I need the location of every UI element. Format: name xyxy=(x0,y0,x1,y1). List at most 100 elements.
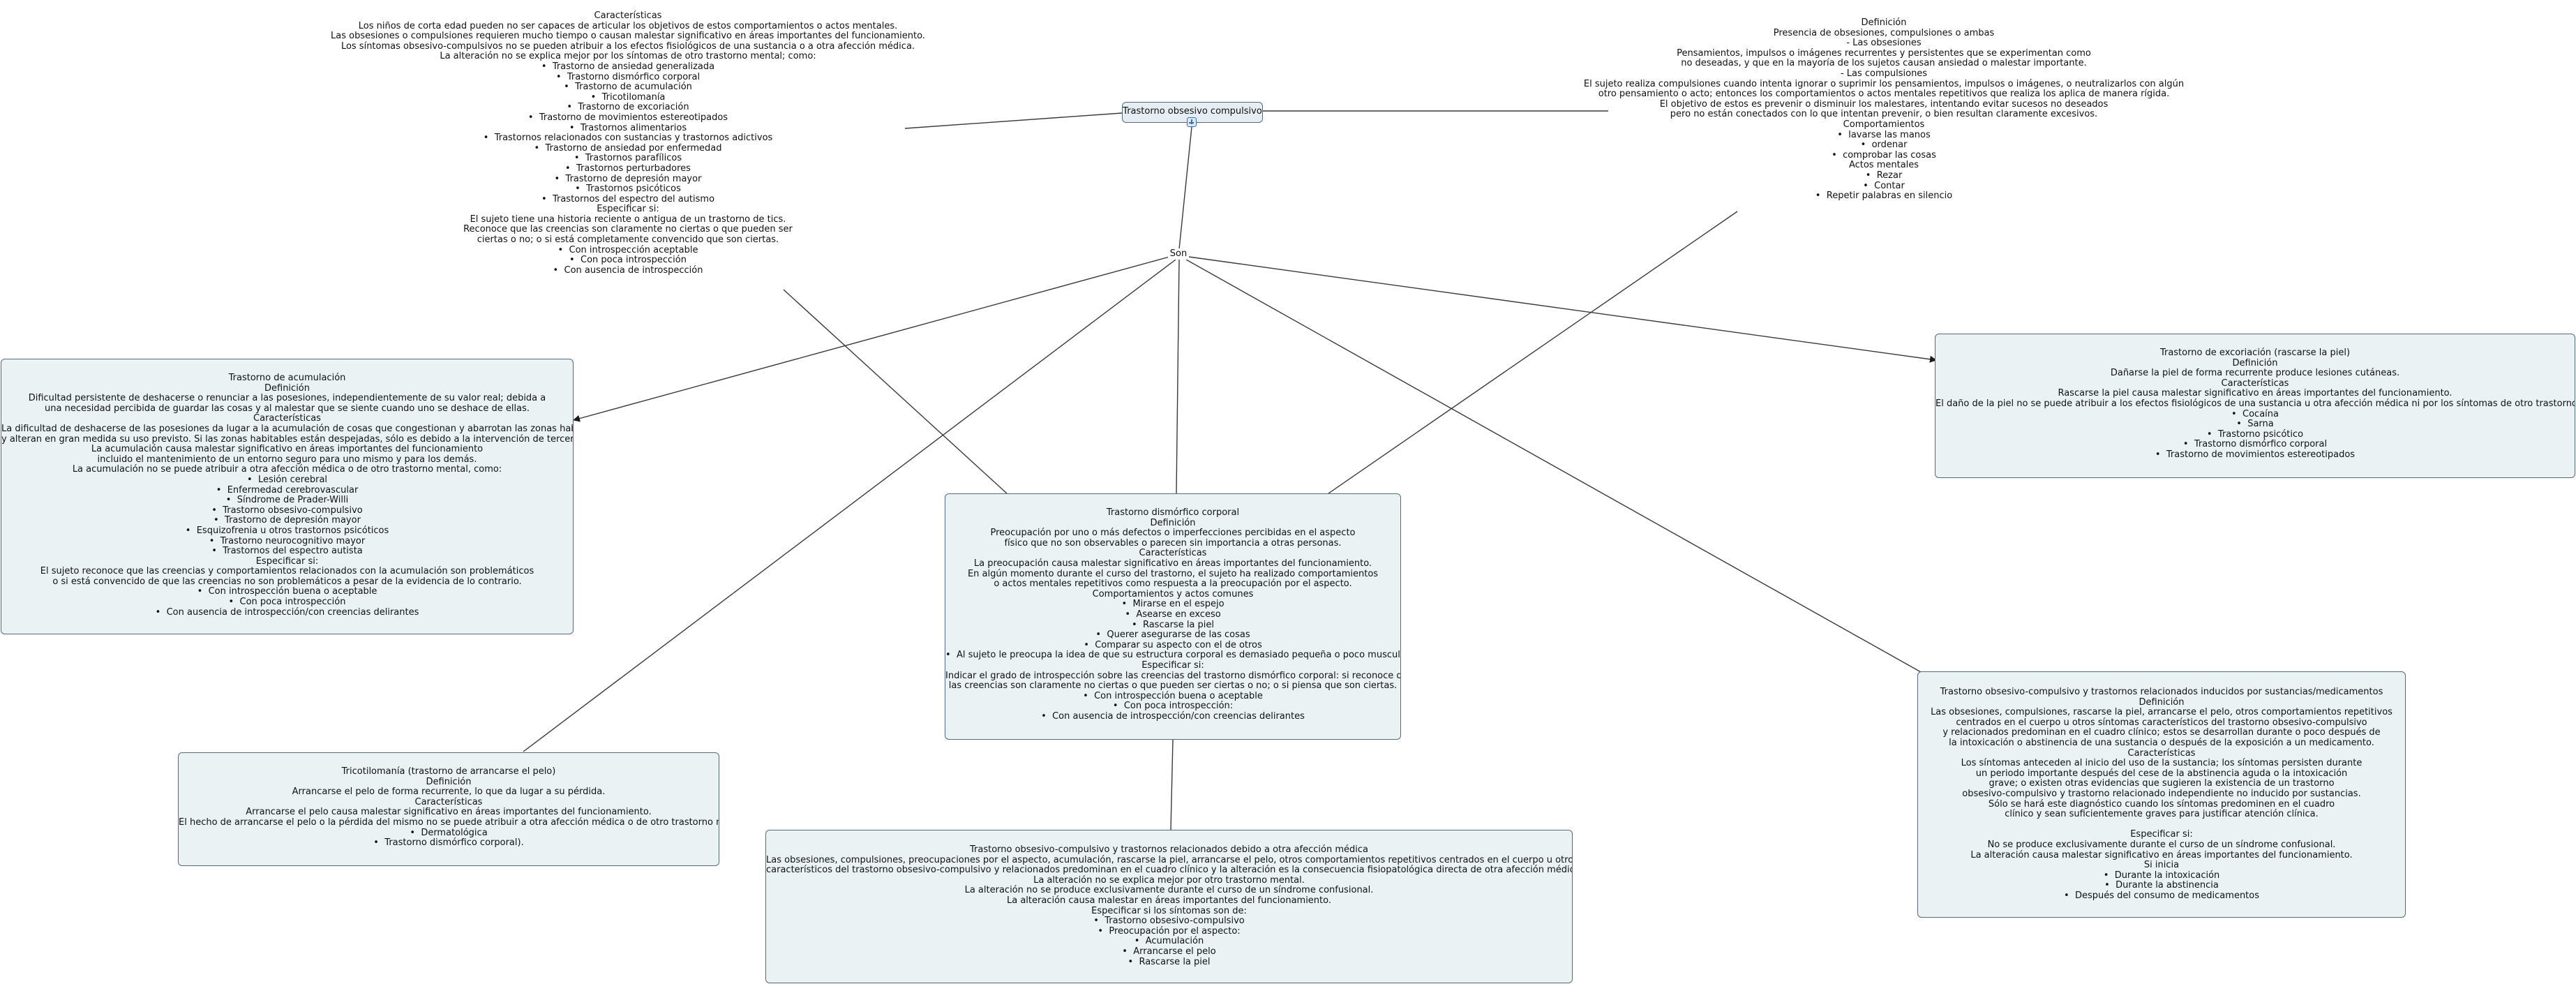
text-line: Los síntomas anteceden al inicio del uso… xyxy=(1961,758,2362,769)
bullet-item: Contar xyxy=(1542,181,2226,192)
text-line: Dificultad persistente de deshacerse o r… xyxy=(28,393,546,404)
bullet-item: Trastorno dismórfico corporal xyxy=(314,72,942,83)
text-line: o si está convencido de que las creencia… xyxy=(52,576,522,587)
text-line: La alteración causa malestar significati… xyxy=(1970,849,2353,860)
bullet-item: Con poca introspección xyxy=(314,255,942,266)
text-line: Trastorno obsesivo-compulsivo y trastorn… xyxy=(1940,687,2383,697)
bullet-item: Trastornos perturbadores xyxy=(314,163,942,174)
text-line: Preocupación por uno o más defectos o im… xyxy=(990,528,1356,539)
node-trastorno-excoriacion[interactable]: Trastorno de excoriación (rascarse la pi… xyxy=(1935,334,2575,478)
text-line: Definición xyxy=(2139,696,2185,708)
text-line: grave; o existen otras evidencias que su… xyxy=(1989,778,2335,789)
link-dismorfico-afeccion xyxy=(1170,739,1174,830)
link-root-son xyxy=(1178,126,1192,250)
bullet-item: Querer asegurarse de las cosas xyxy=(945,630,1400,641)
text-line: un periodo importante después del cese d… xyxy=(1975,768,2348,779)
text-line: físico que no son observables o parecen … xyxy=(1004,537,1342,549)
text-line: Tricotilomanía (trastorno de arrancarse … xyxy=(341,766,556,777)
text-line: - Las obsesiones xyxy=(1846,38,1922,49)
text-line: La alteración no se explica mejor por ot… xyxy=(1033,874,1305,886)
bullet-item: Durante la intoxicación xyxy=(1918,870,2405,881)
text-line: Trastorno dismórfico corporal xyxy=(1106,507,1240,518)
text-line: Características xyxy=(1139,548,1207,559)
text-line: y relacionados predominan en el cuadro c… xyxy=(1942,727,2381,738)
text-line xyxy=(1918,820,2405,830)
root-title: Trastorno obsesivo compulsivo xyxy=(1123,106,1262,117)
text-line: Comportamientos y actos comunes xyxy=(1092,588,1254,599)
text-line: Especificar si: xyxy=(597,204,659,215)
bullet-item: Trastorno obsesivo-compulsivo xyxy=(766,916,1572,927)
text-line: Indicar el grado de introspección sobre … xyxy=(945,670,1401,681)
bullet-item: Trastornos alimentarios xyxy=(314,123,942,134)
bullet-item: Asearse en exceso xyxy=(945,609,1400,620)
bullet-item: Trastorno de movimientos estereotipados xyxy=(1935,449,2575,461)
node-toc-afeccion-medica[interactable]: Trastorno obsesivo-compulsivo y trastorn… xyxy=(765,830,1573,983)
text-line: La alteración no se produce exclusivamen… xyxy=(964,885,1374,896)
bullet-item: Mirarse en el espejo xyxy=(945,599,1400,610)
text-line: obsesivo-compulsivo y trastorno relacion… xyxy=(1962,788,2361,799)
text-line: y alteran en gran medida su uso previsto… xyxy=(1,433,574,445)
bullet-item: Cocaína xyxy=(1935,409,2575,420)
text-line: Definición xyxy=(1150,517,1196,528)
node-tricotilomania[interactable]: Tricotilomanía (trastorno de arrancarse … xyxy=(178,752,719,866)
bullet-item: Trastorno dismórfico corporal). xyxy=(179,838,719,849)
text-line: Comportamientos xyxy=(1843,119,1925,130)
text-line: Definición xyxy=(264,382,310,394)
text-line: centrados en el cuerpo u otros síntomas … xyxy=(1956,717,2367,728)
text-line: Reconoce que las creencias son clarament… xyxy=(463,224,793,235)
link-son-tricotilomania xyxy=(523,259,1176,752)
bullet-item: Arrancarse el pelo xyxy=(766,946,1572,957)
text-line: la intoxicación o abstinencia de una sus… xyxy=(1949,737,2374,748)
link-caracteristicas-dismorfico xyxy=(783,289,1008,494)
text-line: incluido el mantenimiento de un entorno … xyxy=(97,454,477,465)
bullet-item: Tricotilomanía xyxy=(314,92,942,103)
bullet-item: Trastorno de acumulación xyxy=(314,82,942,93)
bullet-item: Después del consumo de medicamentos xyxy=(1918,890,2405,902)
link-label-son: Son xyxy=(1168,248,1189,260)
text-line: Actos mentales xyxy=(1848,160,1919,171)
bullet-item: Con ausencia de introspección xyxy=(314,265,942,276)
text-line: Pensamientos, impulsos o imágenes recurr… xyxy=(1677,47,2091,59)
text-line: Presencia de obsesiones, compulsiones o … xyxy=(1773,27,1995,38)
bullet-item: Trastorno de depresión mayor xyxy=(314,174,942,185)
bullet-item: Trastorno psicótico xyxy=(1935,429,2575,440)
bullet-item: Trastornos relacionados con sustancias y… xyxy=(314,133,942,144)
bullet-item: Preocupación por el aspecto: xyxy=(766,926,1572,937)
node-toc-inducido-sustancias[interactable]: Trastorno obsesivo-compulsivo y trastorn… xyxy=(1917,671,2406,918)
expand-collapse-icon[interactable] xyxy=(1187,117,1197,127)
link-son-sustancias xyxy=(1185,259,1922,673)
bullet-item: Con introspección buena o aceptable xyxy=(945,691,1400,702)
text-line: pero no están conectados con lo que inte… xyxy=(1670,109,2098,120)
bullet-item: Trastornos del espectro del autismo xyxy=(314,194,942,205)
bullet-item: Trastorno de ansiedad generalizada xyxy=(314,61,942,73)
bullet-item: Con ausencia de introspección/con creenc… xyxy=(1,607,573,618)
text-line: El hecho de arrancarse el pelo o la pérd… xyxy=(179,817,719,828)
text-line: Características xyxy=(414,796,483,807)
text-line: Sólo se hará este diagnóstico cuando los… xyxy=(1988,798,2335,810)
bullet-item: lavarse las manos xyxy=(1542,130,2226,141)
text-line: Arrancarse el pelo de forma recurrente, … xyxy=(292,787,606,798)
bullet-item: Sarna xyxy=(1935,419,2575,430)
bullet-item: Al sujeto le preocupa la idea de que su … xyxy=(945,650,1400,661)
text-line: La dificultad de deshacerse de las poses… xyxy=(1,423,574,434)
link-definicion-dismorfico xyxy=(1328,211,1738,494)
text-line: Las obsesiones, compulsiones, rascarse l… xyxy=(1931,707,2392,718)
text-line: no deseadas, y que en la mayoría de los … xyxy=(1681,58,2087,69)
text-line: No se produce exclusivamente durante el … xyxy=(1987,839,2336,850)
text-line: las creencias son claramente no ciertas … xyxy=(948,680,1398,692)
text-line: Especificar si los síntomas son de: xyxy=(1091,905,1247,916)
text-line: El sujeto reconoce que las creencias y c… xyxy=(40,566,534,577)
text-line: - Las compulsiones xyxy=(1840,68,1928,79)
bullet-item: Enfermedad cerebrovascular xyxy=(1,485,573,496)
bullet-item: Rascarse la piel xyxy=(766,957,1572,968)
text-line: característicos del trastorno obsesivo-c… xyxy=(766,865,1573,876)
text-line: Especificar si: xyxy=(2130,829,2193,840)
text-line: Los niños de corta edad pueden no ser ca… xyxy=(358,20,898,31)
text-line: La preocupación causa malestar significa… xyxy=(973,558,1372,569)
text-line: Especificar si: xyxy=(255,556,319,567)
bullet-item: Lesión cerebral xyxy=(1,475,573,486)
